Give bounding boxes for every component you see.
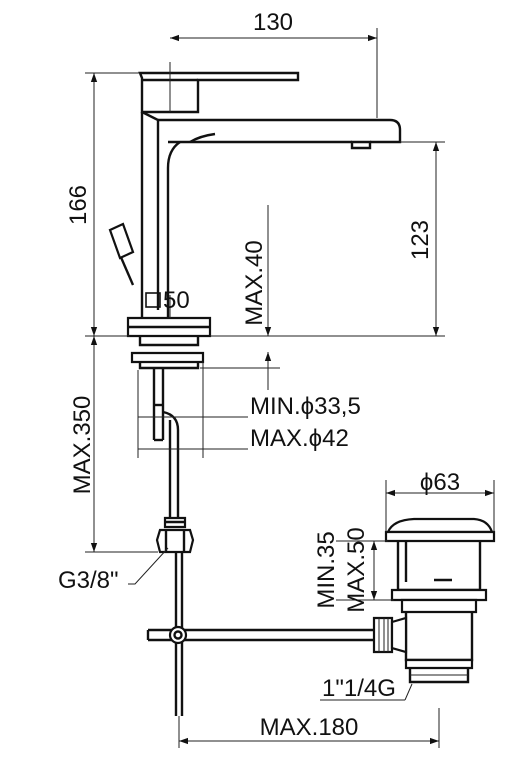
dim-waste-diameter: ϕ63: [420, 469, 460, 496]
dim-width-top: 130: [253, 9, 293, 36]
dim-base-square: 50: [145, 287, 190, 314]
dim-plug-min: MIN.35: [313, 531, 340, 608]
under-deck-assembly: [130, 336, 374, 716]
dim-hose-length: MAX.350: [69, 396, 96, 495]
dim-thread: G3/8": [58, 567, 119, 594]
dim-base-square-label: 50: [163, 287, 190, 314]
dim-height-total: 166: [65, 185, 92, 225]
dim-spout-height: 123: [407, 220, 434, 260]
dimension-labels: 130 166 123 MAX.40 50 MIN.ϕ33,5 MAX.ϕ42 …: [58, 9, 460, 741]
dim-hole-min: MIN.ϕ33,5: [250, 393, 361, 420]
dim-rod-length: MAX.180: [260, 714, 359, 741]
dimension-lines: [85, 28, 495, 748]
dim-hole-max: MAX.ϕ42: [250, 425, 349, 452]
waste-valve: [372, 517, 496, 684]
dim-deck-thickness: MAX.40: [241, 240, 268, 325]
dim-plug-max: MAX.50: [343, 527, 370, 612]
dim-waste-thread: 1"1/4G: [322, 675, 396, 702]
